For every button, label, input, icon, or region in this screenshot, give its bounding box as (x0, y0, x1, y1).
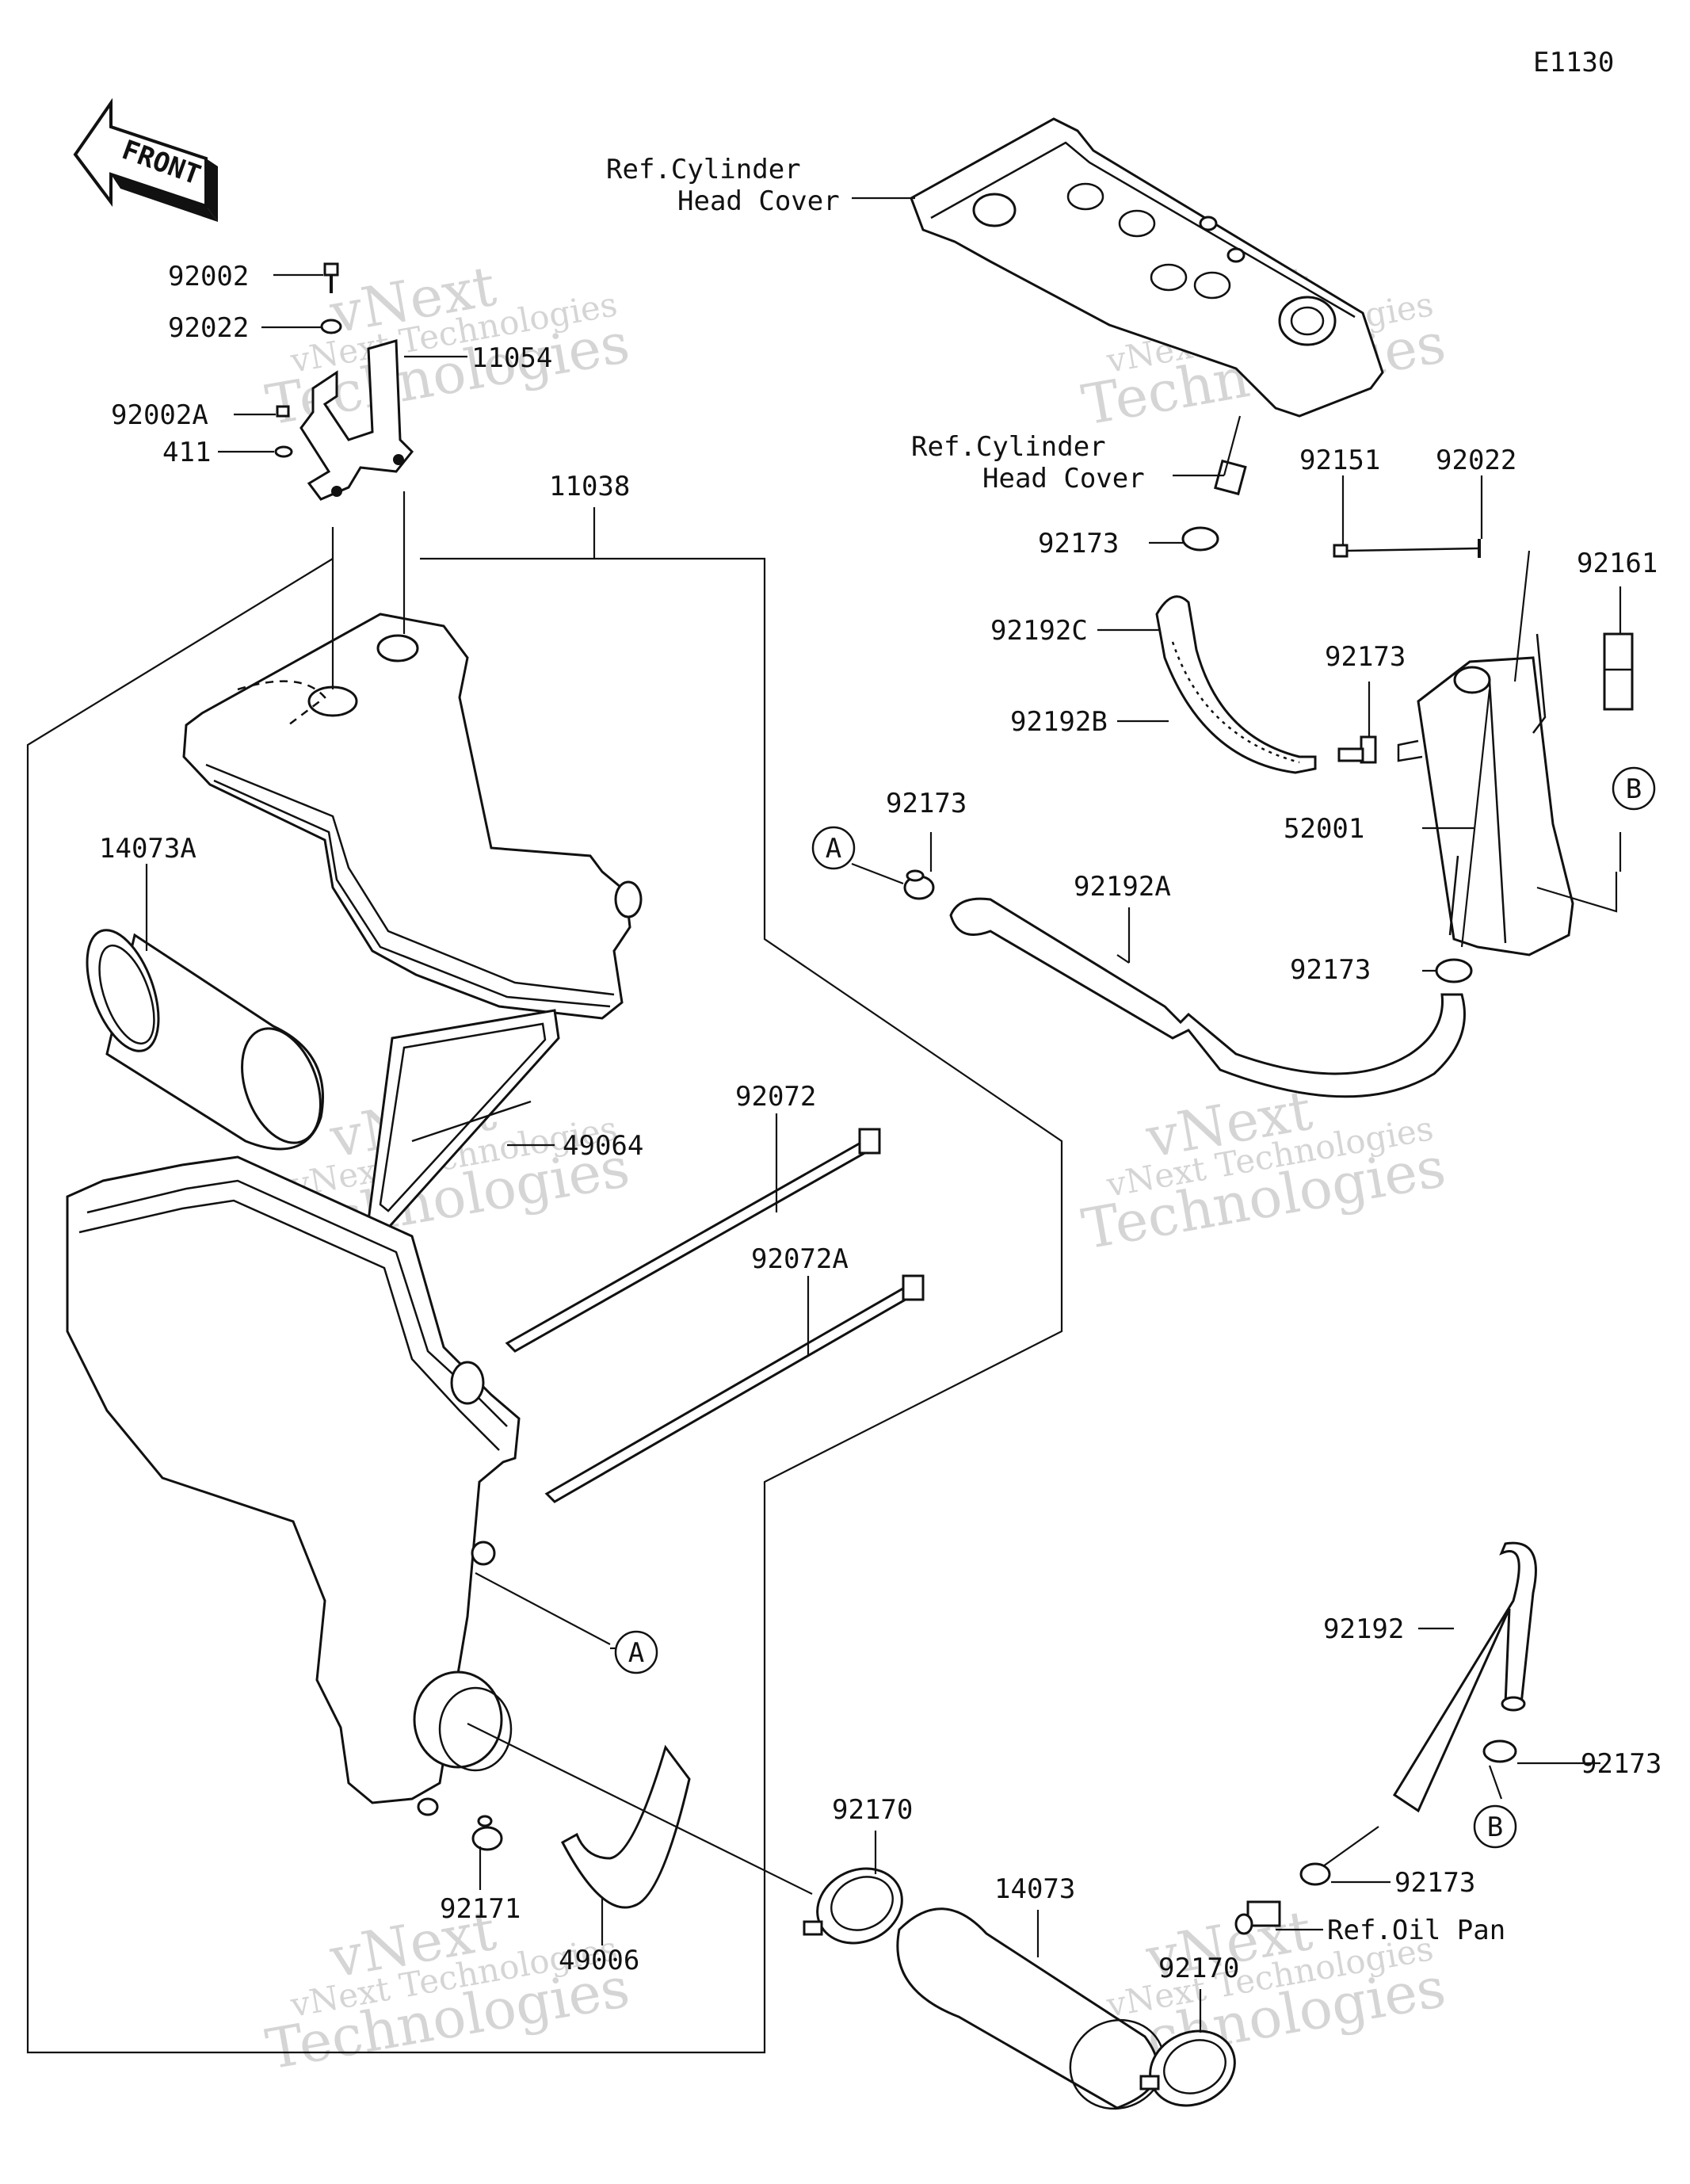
part-label-92173-3: 92173 (886, 788, 967, 819)
clamp-92171 (471, 1815, 503, 1851)
clamp-92173-lower-right (1482, 1739, 1517, 1763)
hose-92192 (1392, 1541, 1537, 1813)
ref-cyl-head-cover-2-line1: Ref.Cylinder (911, 431, 1106, 463)
part-label-92170-a: 92170 (832, 1794, 913, 1826)
clamp-92170-b (1139, 2029, 1236, 2107)
marker-a-bottom-label: A (628, 1637, 644, 1669)
part-label-92192C: 92192C (990, 615, 1088, 647)
part-labels: 92002 92022 11054 92002A 411 11038 14073… (99, 261, 1661, 1984)
part-label-92151: 92151 (1299, 445, 1380, 476)
part-label-92170-b: 92170 (1158, 1953, 1239, 1984)
clamp-92173-upper (1181, 526, 1219, 552)
bolt-92151 (1333, 544, 1478, 558)
breather-fitting (1214, 459, 1247, 496)
ref-oil-pan: Ref.Oil Pan (1327, 1915, 1505, 1946)
diagram-code: E1130 (1533, 47, 1614, 78)
part-label-14073A: 14073A (99, 833, 196, 865)
oil-pan-fitting (1234, 1900, 1281, 1935)
marker-a-bottom: A (614, 1630, 658, 1674)
part-label-92173-2: 92173 (1325, 641, 1406, 673)
hose-92192C-92192B (1155, 595, 1317, 774)
part-label-92022-top: 92022 (168, 312, 249, 344)
part-label-92173-6: 92173 (1394, 1867, 1475, 1899)
cable-tie-92072 (505, 1128, 881, 1353)
marker-a-top-label: A (826, 833, 841, 865)
part-label-92173-5: 92173 (1581, 1748, 1661, 1780)
ref-cyl-head-cover-1-line1: Ref.Cylinder (606, 154, 801, 185)
part-label-49006: 49006 (559, 1945, 639, 1976)
part-label-92161: 92161 (1577, 548, 1658, 579)
cable-tie-92072A (544, 1274, 925, 1503)
marker-b-top-label: B (1626, 773, 1642, 805)
part-label-92192B: 92192B (1010, 706, 1108, 738)
breather-tank-52001 (1397, 633, 1574, 956)
clamp-92173-right (1435, 958, 1473, 983)
front-arrow-icon: FRONT (73, 97, 218, 222)
part-label-52001: 52001 (1284, 813, 1364, 845)
marker-b-bottom: B (1473, 1804, 1517, 1849)
clamp-92173-lower (1299, 1862, 1331, 1886)
part-label-92192: 92192 (1323, 1613, 1404, 1645)
ref-cyl-head-cover-1-line2: Head Cover (677, 185, 840, 217)
reference-labels: Ref.Cylinder Head Cover Ref.Cylinder Hea… (606, 154, 1505, 1946)
part-label-92192A: 92192A (1074, 871, 1171, 903)
bracket-11054 (299, 339, 414, 501)
part-label-92173-1: 92173 (1038, 528, 1119, 559)
part-label-11038: 11038 (549, 471, 630, 502)
marker-b-top: B (1612, 766, 1656, 872)
marker-b-bottom-label: B (1487, 1812, 1503, 1843)
ref-cyl-head-cover-2-line2: Head Cover (982, 463, 1145, 494)
air-filter-element-14073A (86, 929, 324, 1151)
bolt-92002A (276, 405, 290, 418)
watermark-1: vNext Technologies vNext Technologies (261, 254, 634, 438)
part-label-92072A: 92072A (751, 1243, 849, 1275)
marker-a-top: A (811, 826, 856, 870)
part-label-92022-right: 92022 (1436, 445, 1516, 476)
part-label-411: 411 (162, 437, 211, 468)
washer-411 (274, 445, 293, 458)
cylinder-head-cover (910, 117, 1384, 418)
part-label-92171: 92171 (440, 1893, 521, 1925)
bolt-92002 (323, 262, 339, 293)
washer-92022-right (1478, 539, 1481, 558)
air-cleaner-lower-housing (66, 1155, 521, 1816)
hose-92192A (949, 897, 1466, 1098)
part-label-14073: 14073 (994, 1873, 1075, 1905)
part-label-92173-4: 92173 (1290, 954, 1371, 986)
part-label-92072: 92072 (735, 1081, 816, 1113)
clamp-92170-a (803, 1867, 903, 1945)
gasket-49064 (367, 1009, 560, 1235)
clamp-92173-mid (1337, 735, 1377, 764)
part-label-92002: 92002 (168, 261, 249, 292)
part-label-49064: 49064 (563, 1130, 643, 1162)
washer-92022-top (320, 319, 342, 334)
part-label-11054: 11054 (471, 342, 552, 374)
cap-92161 (1603, 632, 1634, 711)
assembly-11038-boundary (26, 507, 1063, 2054)
part-label-92002A: 92002A (111, 399, 208, 431)
hose-49006 (560, 1744, 691, 1909)
clamp-92173-left (903, 869, 935, 900)
leader-lines (145, 197, 1622, 2033)
air-cleaner-upper-housing (182, 613, 643, 1020)
